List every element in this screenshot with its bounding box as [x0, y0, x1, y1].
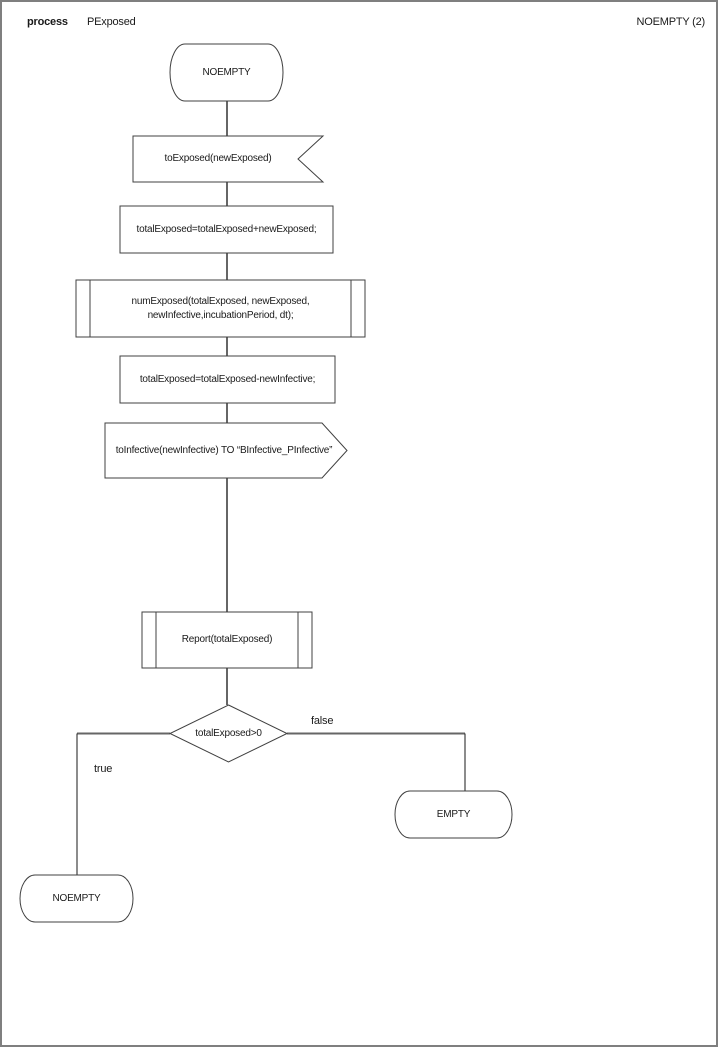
assign-sub-shape: [119, 355, 336, 404]
node-assign-add[interactable]: totalExposed=totalExposed+newExposed;: [120, 206, 333, 253]
node-procedure-report[interactable]: Report(totalExposed): [142, 612, 312, 668]
empty-state-shape: [394, 790, 513, 839]
node-end-state-label: NOEMPTY: [52, 892, 101, 904]
procedure-report-shape: [141, 611, 313, 669]
node-procedure-numexposed-line2: newInfective,incubationPeriod, dt);: [147, 309, 294, 321]
node-procedure-report-label: Report(totalExposed): [181, 634, 273, 646]
node-output-signal[interactable]: toInfective(newInfective) TO “BInfective…: [105, 423, 343, 478]
node-assign-sub-label: totalExposed=totalExposed-newInfective;: [139, 373, 316, 385]
header-process-name: PExposed: [87, 16, 136, 28]
node-procedure-numexposed-line1: numExposed(totalExposed, newExposed,: [131, 296, 310, 307]
assign-add-shape: [119, 205, 334, 254]
output-signal-shape: [104, 422, 348, 479]
node-input-signal-label: toExposed(newExposed): [164, 153, 272, 165]
node-start-state[interactable]: NOEMPTY: [170, 44, 283, 101]
node-decision-label: totalExposed>0: [195, 727, 262, 739]
node-decision[interactable]: totalExposed>0: [170, 705, 287, 762]
input-signal-shape: [132, 135, 325, 183]
end-state-shape: [19, 874, 134, 923]
node-start-state-label: NOEMPTY: [202, 66, 251, 78]
header-kind-label: process: [27, 16, 68, 28]
node-empty-state-label: EMPTY: [436, 808, 471, 820]
header-page-ref: NOEMPTY (2): [636, 16, 706, 28]
node-end-state[interactable]: NOEMPTY: [20, 875, 133, 922]
node-input-signal[interactable]: toExposed(newExposed): [133, 136, 303, 182]
node-procedure-numexposed[interactable]: numExposed(totalExposed, newExposed, new…: [90, 280, 351, 337]
node-assign-sub[interactable]: totalExposed=totalExposed-newInfective;: [120, 356, 335, 403]
procedure-numexposed-shape: [75, 279, 366, 338]
node-assign-add-label: totalExposed=totalExposed+newExposed;: [136, 223, 317, 235]
node-empty-state[interactable]: EMPTY: [395, 791, 512, 838]
edge-label-true: true: [94, 763, 113, 775]
start-state-shape: [169, 43, 284, 102]
node-output-signal-label: toInfective(newInfective) TO “BInfective…: [115, 444, 333, 456]
decision-shape: [168, 704, 289, 763]
edge-label-false: false: [311, 715, 334, 727]
